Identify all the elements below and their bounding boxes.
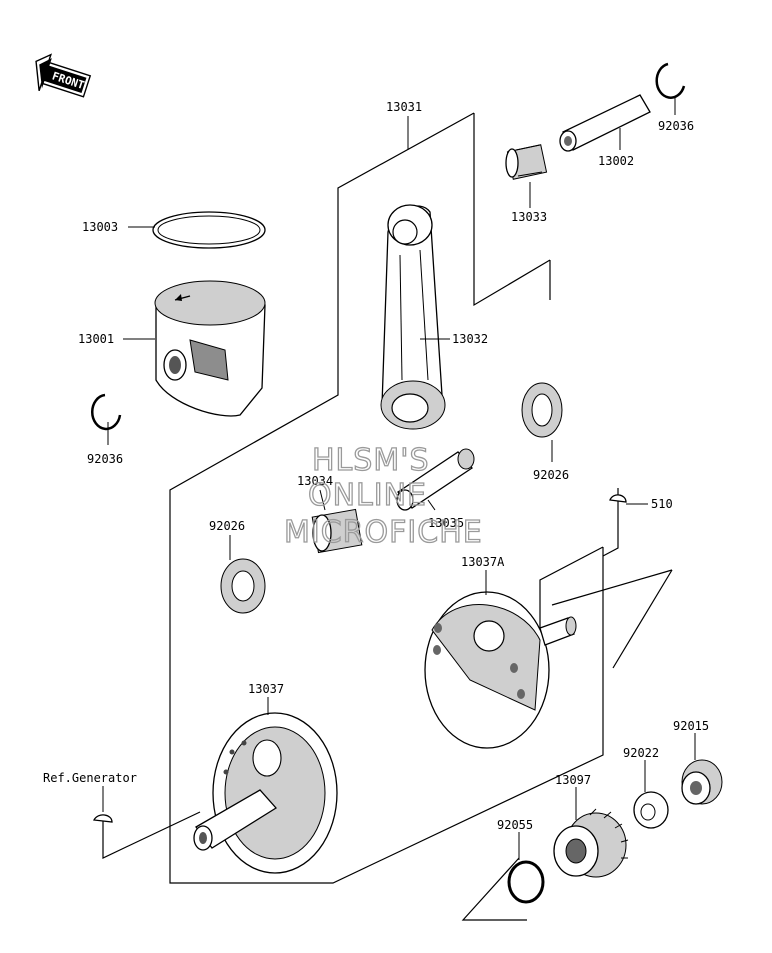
label-13034: 13034 bbox=[297, 474, 333, 488]
thrust-washer-left bbox=[220, 558, 266, 614]
nut-92015 bbox=[681, 759, 723, 805]
label-ref-generator: Ref.Generator bbox=[43, 771, 137, 785]
piston-pin bbox=[559, 94, 651, 152]
front-arrow-icon: FRONT bbox=[35, 53, 92, 98]
label-13033: 13033 bbox=[511, 210, 547, 224]
o-ring bbox=[507, 860, 545, 904]
watermark-line-2: ONLINE bbox=[308, 478, 427, 513]
crank-pin bbox=[396, 448, 475, 511]
circlip-top bbox=[655, 62, 686, 99]
leader-lines bbox=[102, 98, 696, 860]
thrust-washer-right bbox=[521, 382, 563, 438]
connecting-rod bbox=[380, 204, 446, 430]
label-92022: 92022 bbox=[623, 746, 659, 760]
label-510: 510 bbox=[651, 497, 673, 511]
piston-ring bbox=[152, 211, 266, 249]
label-92026-right: 92026 bbox=[533, 468, 569, 482]
crankshaft-left-half bbox=[193, 712, 338, 874]
label-13035: 13035 bbox=[428, 516, 464, 530]
part-labels: 13031 92036 13002 13033 13003 13001 1303… bbox=[43, 100, 709, 832]
label-13001: 13001 bbox=[78, 332, 114, 346]
label-13037A: 13037A bbox=[461, 555, 505, 569]
crankshaft-gear bbox=[553, 808, 629, 878]
washer-92022 bbox=[633, 791, 669, 829]
label-13032: 13032 bbox=[452, 332, 488, 346]
label-92036-left: 92036 bbox=[87, 452, 123, 466]
woodruff-key-generator bbox=[93, 814, 113, 823]
watermark: HLSM'S ONLINE MICROFICHE bbox=[283, 442, 483, 550]
label-92055: 92055 bbox=[497, 818, 533, 832]
label-92036-top: 92036 bbox=[658, 119, 694, 133]
label-13002: 13002 bbox=[598, 154, 634, 168]
needle-bearing-big-end bbox=[311, 508, 363, 554]
label-92015: 92015 bbox=[673, 719, 709, 733]
group-outline bbox=[102, 112, 673, 921]
watermark-line-3: MICROFICHE bbox=[284, 515, 483, 550]
woodruff-key-510 bbox=[609, 494, 627, 503]
label-13003: 13003 bbox=[82, 220, 118, 234]
label-13037: 13037 bbox=[248, 682, 284, 696]
piston bbox=[154, 280, 266, 417]
label-92026-left: 92026 bbox=[209, 519, 245, 533]
label-13097: 13097 bbox=[555, 773, 591, 787]
circlip-left bbox=[91, 393, 122, 431]
needle-bearing-small-end bbox=[505, 144, 548, 180]
crankshaft-right-half bbox=[424, 591, 577, 749]
label-13031: 13031 bbox=[386, 100, 422, 114]
watermark-line-1: HLSM'S bbox=[312, 443, 430, 478]
